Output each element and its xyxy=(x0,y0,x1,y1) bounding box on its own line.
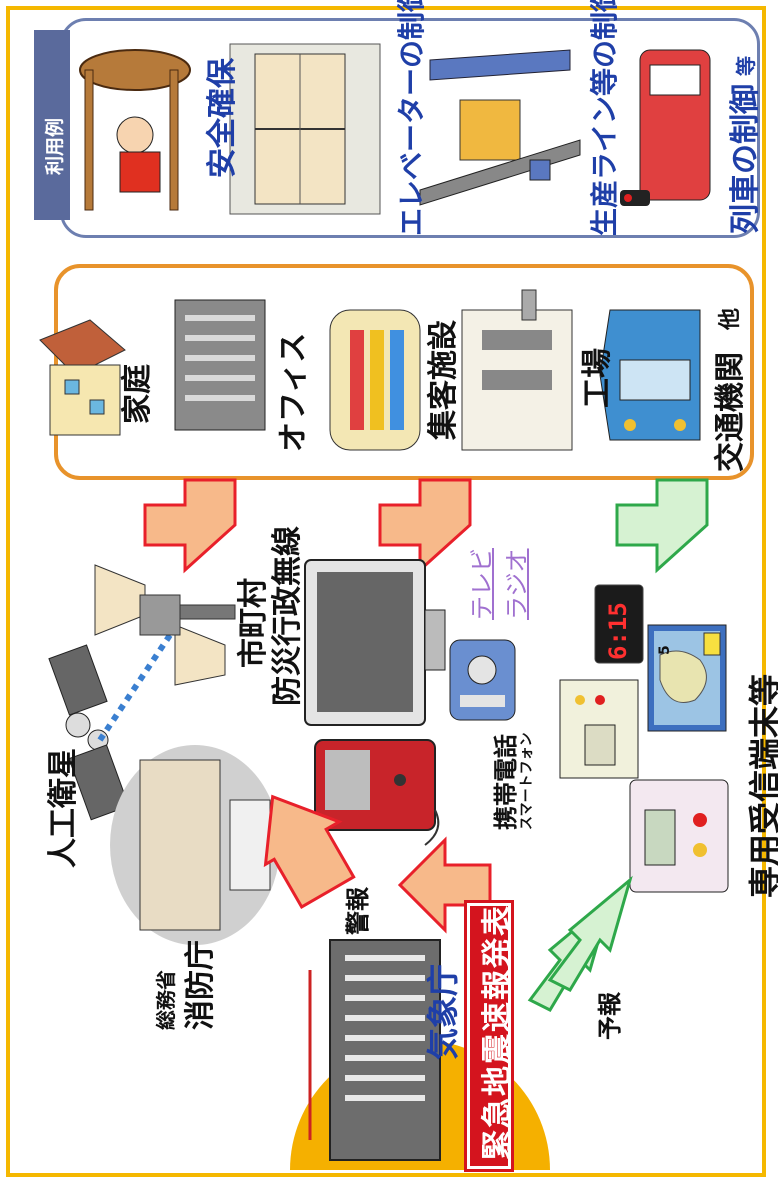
terminal-unit-illustration xyxy=(629,779,729,893)
smartphone-label: スマートフォン xyxy=(519,732,535,830)
usage-examples-tab xyxy=(34,30,70,220)
warning-label: 警報 xyxy=(344,887,372,935)
clock-display-time: 6:15 xyxy=(604,602,632,660)
usage-suffix: 等 xyxy=(734,56,758,76)
seismic-intensity-badge: 5 xyxy=(657,645,673,655)
receiver-home: 家庭 xyxy=(120,364,155,424)
usage-item-train: 列車の制御 xyxy=(728,84,763,234)
satellite-label: 人工衛星 xyxy=(46,748,81,868)
receiver-commercial: 集客施設 xyxy=(426,320,461,440)
dedicated-terminal-label: 専用受信端末等 xyxy=(746,673,778,898)
fire-agency-label: 消防庁 xyxy=(183,940,218,1030)
train-control-illustration xyxy=(620,49,711,206)
receiver-suffix: 他 xyxy=(718,307,743,330)
tv-link[interactable]: テレビ xyxy=(468,548,496,620)
warning-arrow-phone xyxy=(397,836,492,934)
train-illustration xyxy=(599,309,701,441)
municipal-radio-label-line2: 防災行政無線 xyxy=(270,526,305,706)
mobile-phone-illustration xyxy=(314,739,440,846)
commercial-facility-illustration xyxy=(329,309,421,451)
jma-label: 気象庁 xyxy=(424,963,462,1060)
announcement-box-fill xyxy=(470,906,508,1166)
elevator-illustration xyxy=(229,43,381,215)
satellite-illustration xyxy=(48,644,130,821)
seismic-map-terminal-illustration xyxy=(647,624,727,732)
usage-item-production-line: 生産ライン等の制御 xyxy=(588,0,621,236)
factory-illustration xyxy=(461,289,573,451)
receiver-transport: 交通機関 xyxy=(713,352,748,472)
warning-arrow-municipal xyxy=(143,478,237,574)
usage-examples-tab-label: 利用例 xyxy=(44,117,66,175)
forecast-arrows-source xyxy=(527,875,633,1012)
television-illustration xyxy=(304,559,446,726)
warning-arrow-source xyxy=(263,794,356,910)
receiver-office: オフィス xyxy=(276,332,311,452)
office-building-illustration xyxy=(174,299,266,431)
radio-illustration xyxy=(449,639,516,721)
table-shelter-illustration xyxy=(79,49,191,211)
announcement-label: 緊急地震速報発表 xyxy=(480,904,515,1160)
forecast-arrow-terminal xyxy=(615,478,709,574)
fire-agency-building-illustration xyxy=(110,745,280,945)
diagram-frame xyxy=(6,6,766,1177)
broadcast-dashes xyxy=(97,633,173,742)
production-line-illustration xyxy=(419,49,581,206)
loudspeaker-illustration xyxy=(94,564,236,686)
forecast-label: 予報 xyxy=(596,992,624,1040)
receiver-factory: 工場 xyxy=(580,348,615,408)
house-illustration xyxy=(39,319,126,436)
warning-arrow-tv xyxy=(378,478,472,574)
usage-item-elevator: エレベーターの制御 xyxy=(395,0,428,236)
clock-display-illustration xyxy=(594,584,644,664)
radio-link[interactable]: ラジオ xyxy=(503,548,531,620)
terminal-receiver-illustration xyxy=(559,679,639,779)
jma-building-illustration xyxy=(308,939,441,1161)
usage-item-safety: 安全確保 xyxy=(205,58,240,178)
